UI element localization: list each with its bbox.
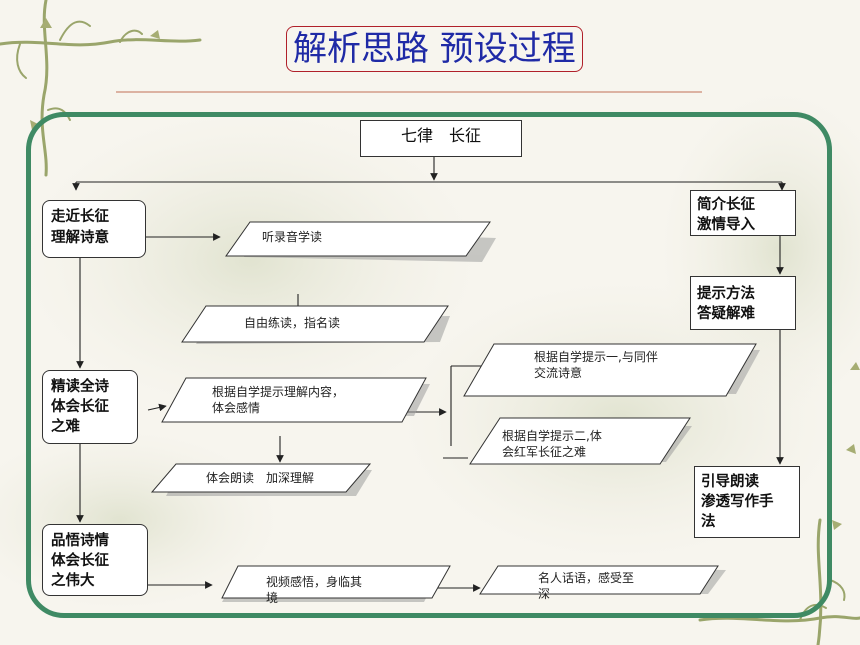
activity-shape-8 (479, 565, 719, 595)
node-close-reading: 精读全诗 体会长征 之难 (42, 370, 138, 444)
node-poem-title: 七律 长征 (360, 120, 522, 157)
activity-shape-2 (181, 305, 449, 343)
node-guided-reading: 引导朗读 渗透写作手 法 (694, 466, 800, 538)
activity-peer-discussion: 根据自学提示一,与同伴 交流诗意 (534, 349, 658, 381)
activity-line: 根据自学提示一,与同伴 (534, 350, 658, 364)
activity-line: 会红军长征之难 (502, 445, 587, 459)
activity-hardships: 根据自学提示二,体 会红军长征之难 (502, 428, 602, 460)
node-line: 激情导入 (697, 217, 755, 233)
activity-line: 根据自学提示二,体 (502, 429, 602, 443)
node-approach-long-march: 走近长征 理解诗意 (42, 200, 146, 258)
activity-expressive-reading: 体会朗读 加深理解 (206, 471, 315, 485)
activity-shape-5 (469, 417, 691, 465)
activity-shape-7 (221, 565, 451, 599)
node-line: 品悟诗情 (51, 533, 109, 549)
node-line: 理解诗意 (51, 230, 109, 246)
node-line: 精读全诗 (51, 379, 109, 395)
node-line: 答疑解难 (697, 306, 755, 322)
activity-line: 体会感情 (212, 401, 261, 415)
activity-understand-content: 根据自学提示理解内容， 体会感情 (212, 384, 344, 416)
activity-shape-6 (150, 463, 372, 493)
activity-line: 交流诗意 (534, 366, 583, 380)
activity-line: 名人话语，感受至 (538, 571, 635, 585)
leaf-shapes-right (832, 362, 860, 530)
activity-famous-quotes: 名人话语，感受至 深 (538, 570, 634, 602)
activity-line: 根据自学提示理解内容， (212, 385, 345, 399)
node-appreciate-feelings: 品悟诗情 体会长征 之伟大 (42, 524, 148, 596)
parallelograms (150, 221, 757, 599)
page-title: 解析思路 预设过程 (286, 26, 583, 72)
node-line: 引导朗读 (701, 474, 759, 490)
node-line: 简介长征 (697, 197, 755, 213)
node-line: 体会长征 (51, 553, 109, 569)
activity-free-practice: 自由练读，指名读 (244, 316, 341, 330)
activity-video: 视频感悟，身临其 境 (266, 574, 362, 606)
node-line: 渗透写作手 (701, 494, 774, 510)
diagram-frame (26, 112, 832, 618)
activity-shape-4 (463, 343, 757, 397)
node-introduce-long-march: 简介长征 激情导入 (690, 190, 796, 236)
activity-listen-read: 听录音学读 (262, 230, 323, 244)
activity-line: 深 (538, 587, 551, 601)
activity-line: 境 (266, 591, 279, 605)
node-line: 走近长征 (51, 209, 109, 225)
node-line: 之难 (51, 419, 80, 435)
node-method-hints: 提示方法 答疑解难 (690, 276, 796, 330)
node-line: 之伟大 (51, 573, 95, 589)
node-line: 提示方法 (697, 286, 755, 302)
activity-shape-1 (225, 221, 491, 257)
node-line: 体会长征 (51, 399, 109, 415)
activity-line: 视频感悟，身临其 (266, 575, 363, 589)
node-line: 法 (701, 514, 716, 530)
activity-shape-3 (161, 377, 427, 423)
